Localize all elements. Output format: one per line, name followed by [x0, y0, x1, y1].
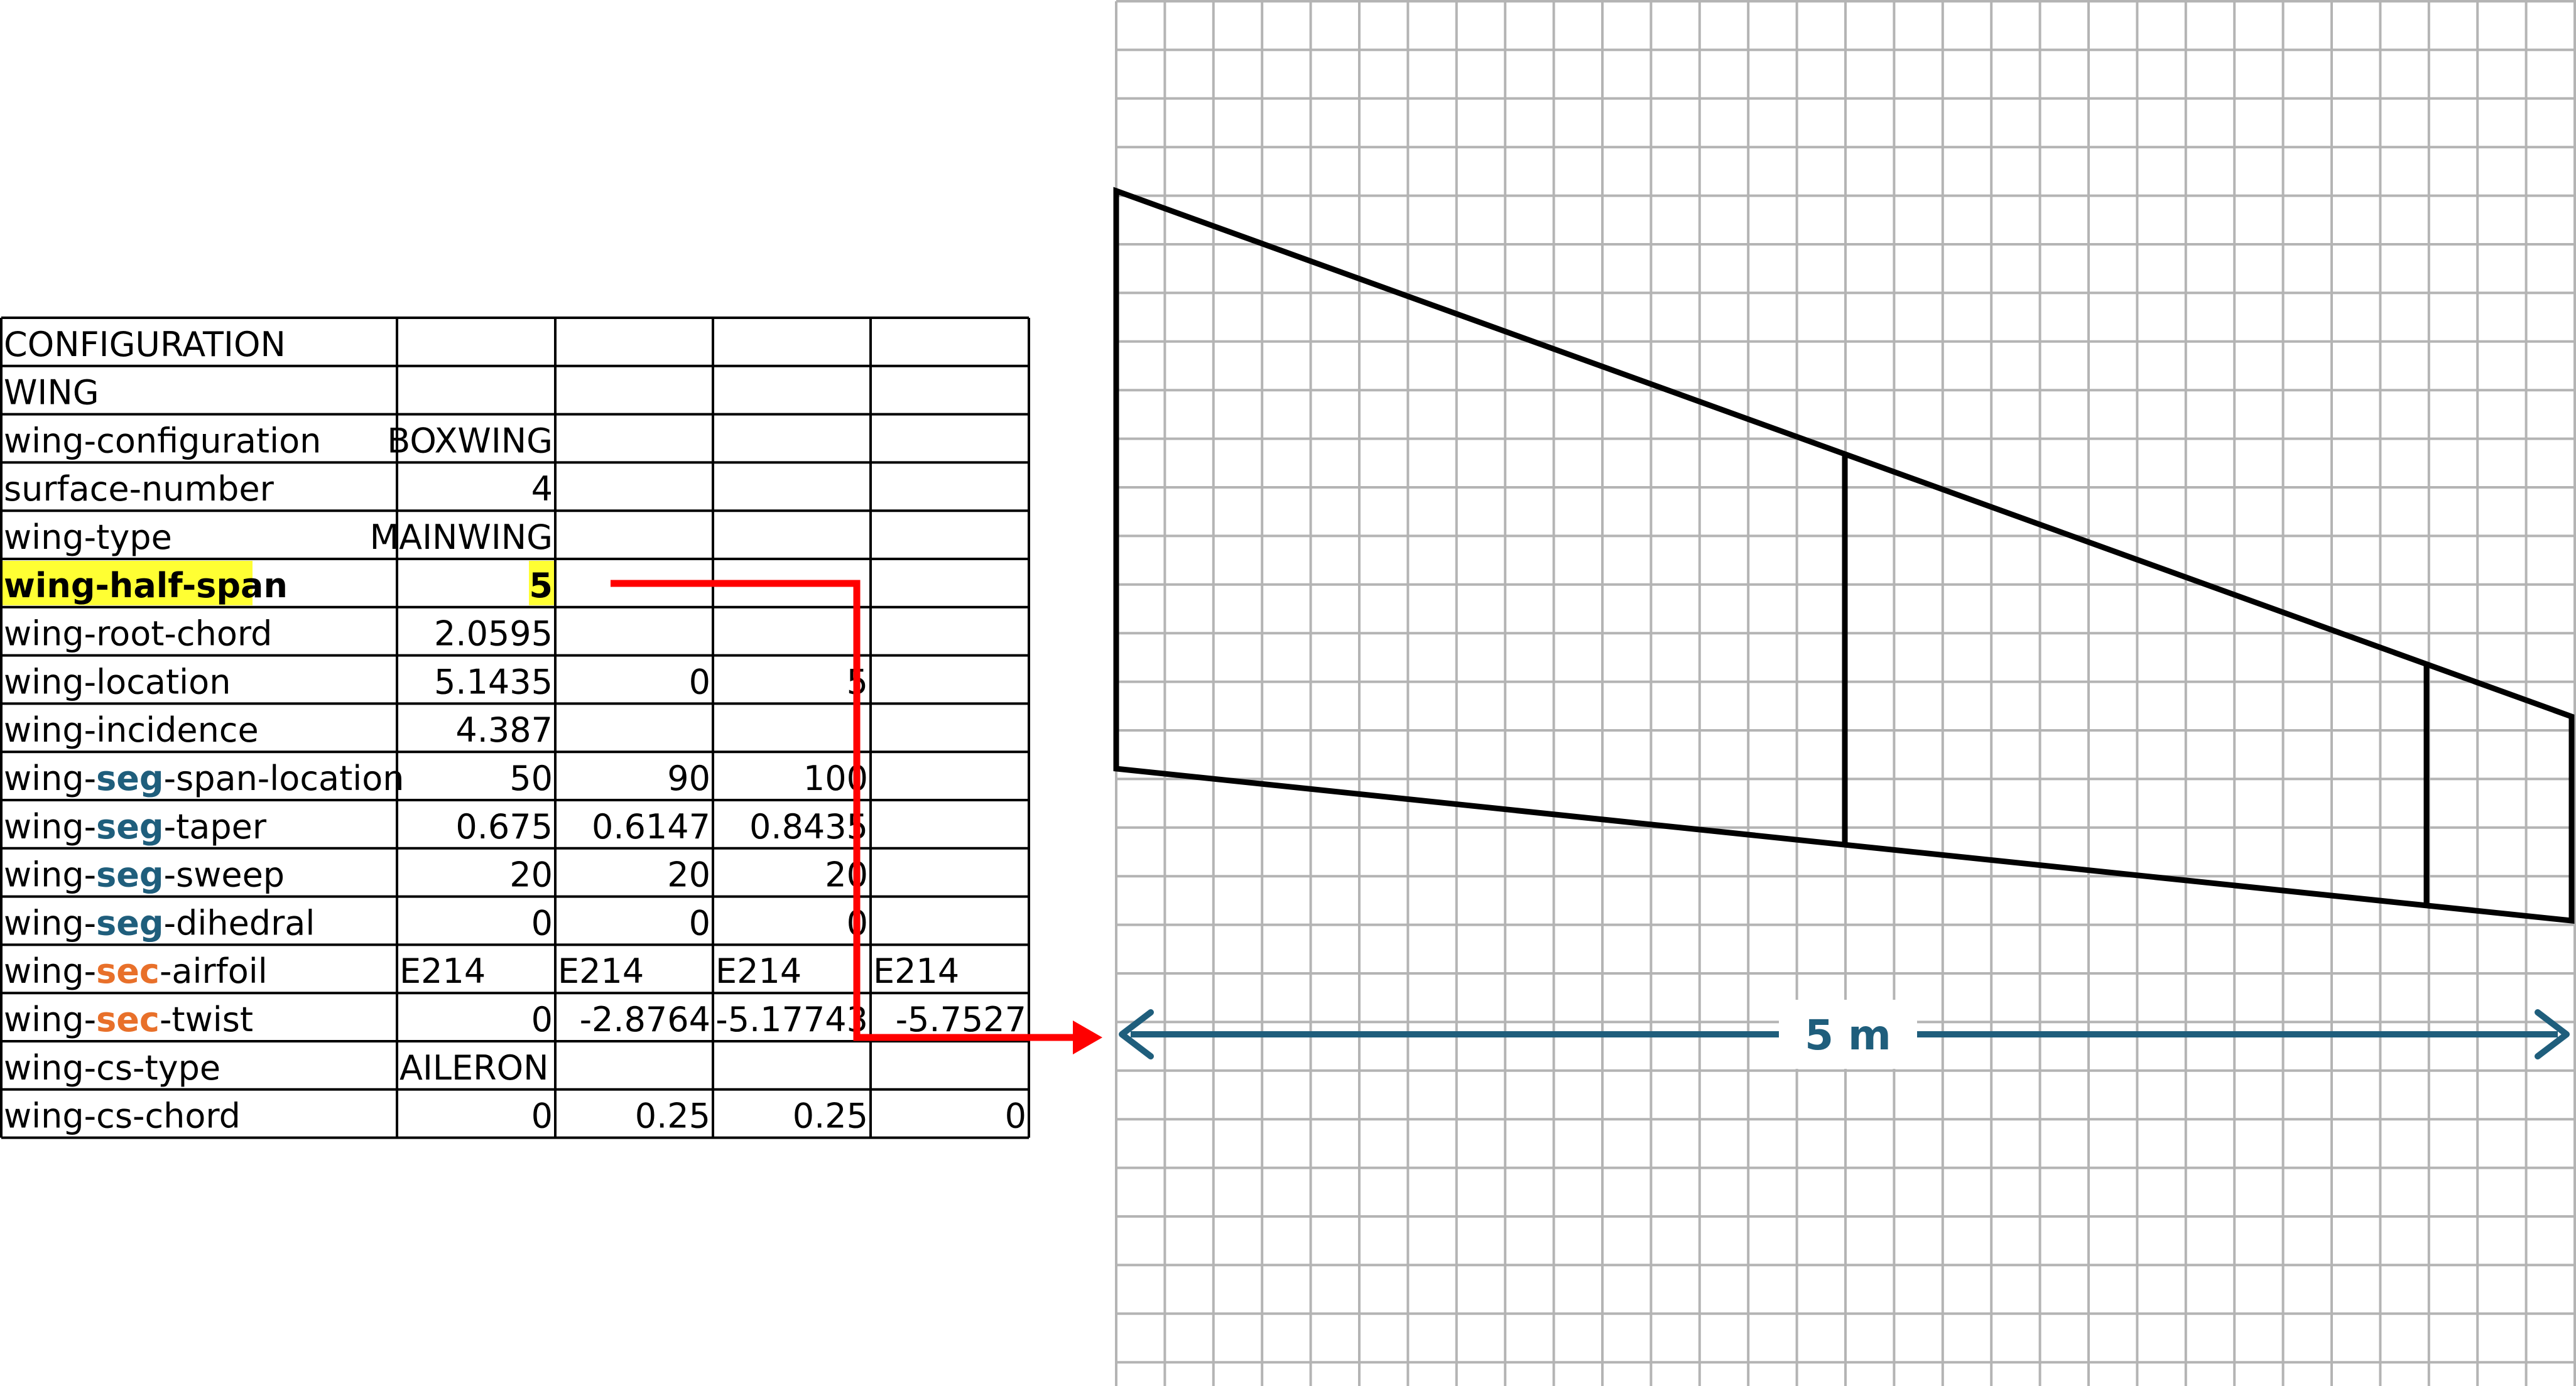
label-part: -sweep [164, 855, 285, 895]
label-keyword-sec: sec [96, 1000, 160, 1039]
table-cell: 20 [509, 855, 553, 895]
table-cell: 0.675 [455, 807, 553, 847]
label-keyword-sec: sec [96, 951, 160, 991]
table-cell: 0 [689, 903, 710, 943]
table-cell: -5.17743 [715, 1000, 868, 1039]
label-part: wing-half-span [4, 566, 288, 605]
label-part: CONFIGURATION [4, 325, 286, 364]
row-label: wing-incidence [4, 710, 259, 750]
grid-background [1115, 0, 2576, 1386]
table-cell: E214 [873, 951, 959, 991]
label-keyword-seg: seg [96, 759, 163, 798]
row-label: wing-sec-twist [4, 1000, 253, 1039]
row-label: CONFIGURATION [4, 325, 286, 364]
table-cell: E214 [399, 951, 486, 991]
table-cell: 0.25 [635, 1096, 710, 1136]
table-cell: 0 [689, 662, 710, 701]
table-cell: E214 [558, 951, 644, 991]
label-keyword-seg: seg [96, 855, 163, 895]
row-label: wing-seg-dihedral [4, 903, 315, 943]
row-label: wing-configuration [4, 421, 321, 460]
label-part: wing-type [4, 517, 172, 557]
row-label: surface-number [4, 469, 274, 509]
wing-planform [1113, 187, 2575, 924]
table-cell: 5.1435 [434, 662, 553, 701]
label-part: wing- [4, 1000, 96, 1039]
label-part: wing-incidence [4, 710, 259, 750]
row-label: wing-cs-chord [4, 1096, 241, 1136]
table-cell: -5.7527 [896, 1000, 1026, 1039]
half-span-label-highlight [3, 561, 253, 605]
row-label: wing-half-span [4, 566, 288, 605]
half-span-arrowhead [1073, 1021, 1102, 1054]
row-label: WING [4, 373, 99, 413]
table-cell: 4.387 [455, 710, 553, 750]
table-cell: 0 [531, 903, 553, 943]
label-part: wing- [4, 855, 96, 895]
table-cell: 0.6147 [592, 807, 710, 847]
table-cell: 0 [531, 1096, 553, 1136]
span-dimension-label: 5 m [1805, 1011, 1891, 1059]
row-label: wing-sec-airfoil [4, 951, 268, 991]
table-cell: 20 [825, 855, 868, 895]
table-cell: 90 [667, 759, 710, 798]
half-span-arrow-line [611, 580, 1080, 1041]
wing-outline [1113, 187, 2575, 924]
table-cell: MAINWING [370, 517, 553, 557]
label-part: -airfoil [160, 951, 268, 991]
label-part: -taper [164, 807, 267, 847]
label-part: wing-root-chord [4, 614, 272, 654]
table-cell: BOXWING [387, 421, 553, 460]
label-part: wing-configuration [4, 421, 321, 460]
table-cell: 0 [531, 1000, 553, 1039]
table-cell: AILERON [399, 1048, 549, 1088]
table-cell: 0 [1005, 1096, 1026, 1136]
row-label: wing-cs-type [4, 1048, 220, 1088]
table-cell: 2.0595 [434, 614, 553, 654]
label-part: -twist [160, 1000, 253, 1039]
table-cell: 50 [509, 759, 553, 798]
row-label: wing-type [4, 517, 172, 557]
row-label: wing-root-chord [4, 614, 272, 654]
table-cell: 4 [531, 469, 553, 509]
table-cell: 0.25 [793, 1096, 868, 1136]
label-part: WING [4, 373, 99, 413]
label-part: wing-cs-chord [4, 1096, 241, 1136]
table-cell: 0.8435 [749, 807, 868, 847]
row-label: wing-location [4, 662, 231, 701]
label-part: wing-cs-type [4, 1048, 220, 1088]
label-keyword-seg: seg [96, 807, 163, 847]
span-dimension-arrowhead-right [2535, 1009, 2570, 1059]
label-part: wing- [4, 951, 96, 991]
label-part: wing-location [4, 662, 231, 701]
row-label: wing-seg-span-location [4, 759, 405, 798]
table-cell: -2.8764 [580, 1000, 710, 1039]
half-span-value-highlight [529, 561, 554, 605]
table-cell: E214 [715, 951, 802, 991]
span-dimension-label-bg [1779, 1000, 1917, 1069]
half-span-link-arrow [611, 580, 1102, 1054]
label-part: wing- [4, 903, 96, 943]
table-cell: 20 [667, 855, 710, 895]
row-label: wing-seg-taper [4, 807, 267, 847]
span-dimension-arrowhead-left [1119, 1009, 1154, 1059]
label-part: surface-number [4, 469, 274, 509]
label-part: -dihedral [164, 903, 315, 943]
label-part: -span-location [164, 759, 405, 798]
table-cell: 5 [529, 566, 553, 605]
label-part: wing- [4, 807, 96, 847]
row-label: wing-seg-sweep [4, 855, 285, 895]
label-part: wing- [4, 759, 96, 798]
label-keyword-seg: seg [96, 903, 163, 943]
span-dimension: 5 m [1119, 1000, 2570, 1069]
configuration-table: CONFIGURATION WING wing-configuration BOXWI… [0, 317, 1030, 1139]
